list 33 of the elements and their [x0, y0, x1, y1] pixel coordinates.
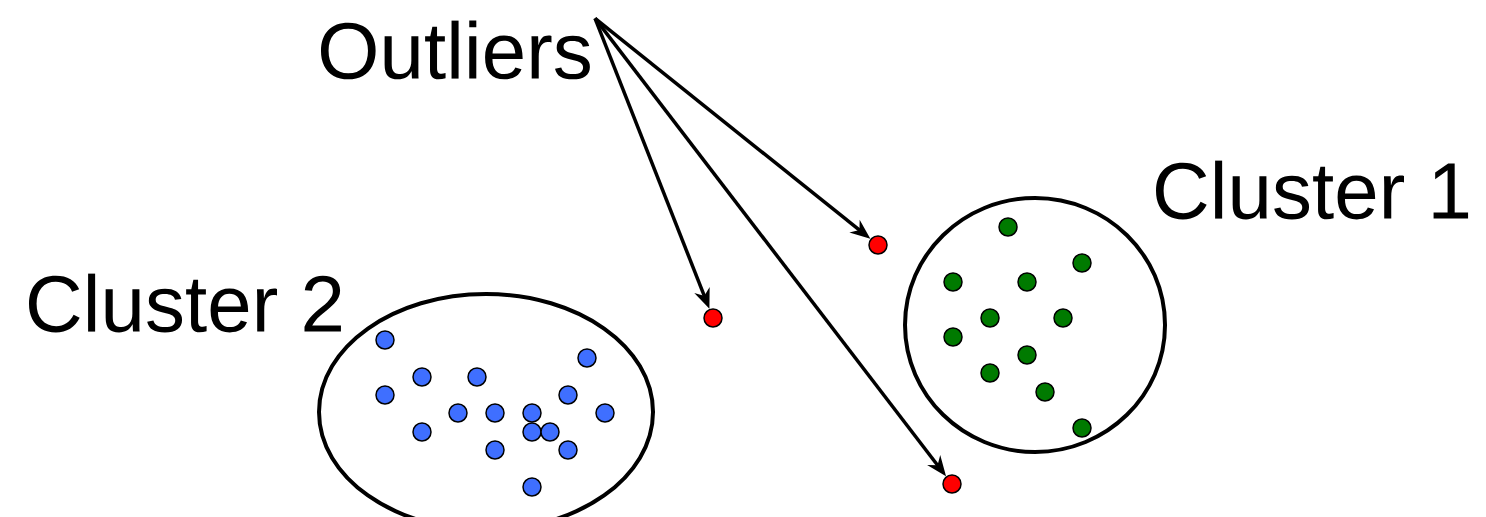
data-point: [558, 440, 578, 460]
data-point: [522, 477, 542, 497]
data-point: [1072, 253, 1092, 273]
data-point: [577, 348, 597, 368]
data-point: [467, 367, 487, 387]
outlier-dot: [942, 474, 962, 494]
text-label: Outliers: [321, 20, 590, 80]
data-point: [375, 330, 395, 350]
data-point: [522, 422, 542, 442]
outlier-dot: [868, 235, 888, 255]
data-point: [485, 440, 505, 460]
data-point: [522, 403, 542, 423]
data-point: [998, 217, 1018, 237]
data-point: [540, 422, 560, 442]
data-point: [448, 403, 468, 423]
data-point: [412, 422, 432, 442]
data-point: [943, 272, 963, 292]
data-point: [1072, 418, 1092, 438]
data-point: [943, 327, 963, 347]
data-point: [1035, 382, 1055, 402]
data-point: [1017, 272, 1037, 292]
data-point: [980, 308, 1000, 328]
outlier-dot: [703, 308, 723, 328]
data-point: [1017, 345, 1037, 365]
data-point: [485, 403, 505, 423]
data-point: [980, 363, 1000, 383]
data-point: [595, 403, 615, 423]
data-point: [1053, 308, 1073, 328]
data-point: [558, 385, 578, 405]
node-label: Cluster 1: [1156, 160, 1469, 220]
data-point: [375, 385, 395, 405]
node-label: Cluster 2: [29, 273, 341, 333]
data-point: [412, 367, 432, 387]
